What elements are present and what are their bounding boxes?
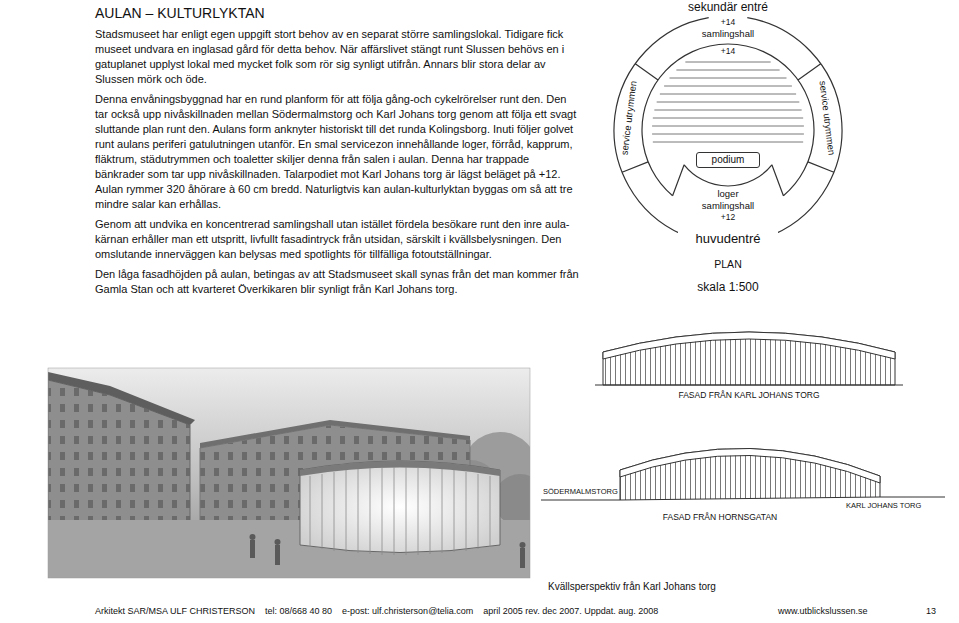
entrance-label: huvudentré	[678, 231, 778, 247]
level-label: +14	[688, 17, 768, 27]
plan-label: PLAN	[618, 258, 838, 271]
entrance-label: sekundär entré	[606, 0, 850, 14]
footer-text: Arkitekt SAR/MSA ULF CHRISTERSON	[95, 606, 255, 616]
hall-band: +14samlingshall	[688, 17, 768, 43]
evening-perspective	[48, 368, 530, 578]
room-label: samlingshall	[668, 200, 788, 211]
facade-title: FASAD FRÅN KARL JOHANS TORG	[639, 390, 859, 400]
image-caption: Kvällsperspektiv från Karl Johans torg	[548, 581, 716, 592]
body-text: Stadsmuseet har enligt egen uppgift stor…	[95, 27, 580, 302]
room-label: loger	[668, 188, 788, 199]
level-label: +12	[668, 212, 788, 222]
body-paragraph: Genom att undvika en koncentrerad samlin…	[95, 217, 580, 262]
footer: Arkitekt SAR/MSA ULF CHRISTERSON tel: 08/…	[95, 606, 668, 616]
room-label: samlingshall	[688, 28, 768, 39]
level-label: +14	[618, 46, 838, 56]
footer-text: tel: 08/668 40 80	[265, 606, 332, 616]
room-label: podium	[697, 154, 759, 166]
place-label: KARL JOHANS TORG	[846, 501, 921, 510]
scale-label: skala 1:500	[618, 280, 838, 294]
body-paragraph: Den låga fasadhöjden på aulan, betingas …	[95, 267, 580, 297]
footer-text: april 2005 rev. dec 2007. Uppdat. aug. 2…	[483, 606, 658, 616]
page-number: 13	[926, 606, 936, 617]
facade-title: FASAD FRÅN HORNSGATAN	[610, 512, 830, 522]
body-paragraph: Denna envåningsbyggnad har en rund planf…	[95, 92, 580, 212]
footer-text: e-post: ulf.christerson@telia.com	[342, 606, 473, 616]
page-title: AULAN – KULTURLYKTAN	[95, 5, 265, 21]
podium-box: podium	[696, 152, 760, 168]
facade-hornsgatan	[541, 448, 945, 500]
plan-circle: sekundär entréhuvudentré+14samlingshalls…	[606, 2, 850, 254]
place-label: SÖDERMALMSTORG	[543, 487, 618, 496]
body-paragraph: Stadsmuseet har enligt egen uppgift stor…	[95, 27, 580, 87]
facade-karl-johans	[595, 332, 903, 385]
loger-band: logersamlingshall+12	[668, 188, 788, 226]
footer-web: www.utblickslussen.se	[778, 606, 868, 617]
